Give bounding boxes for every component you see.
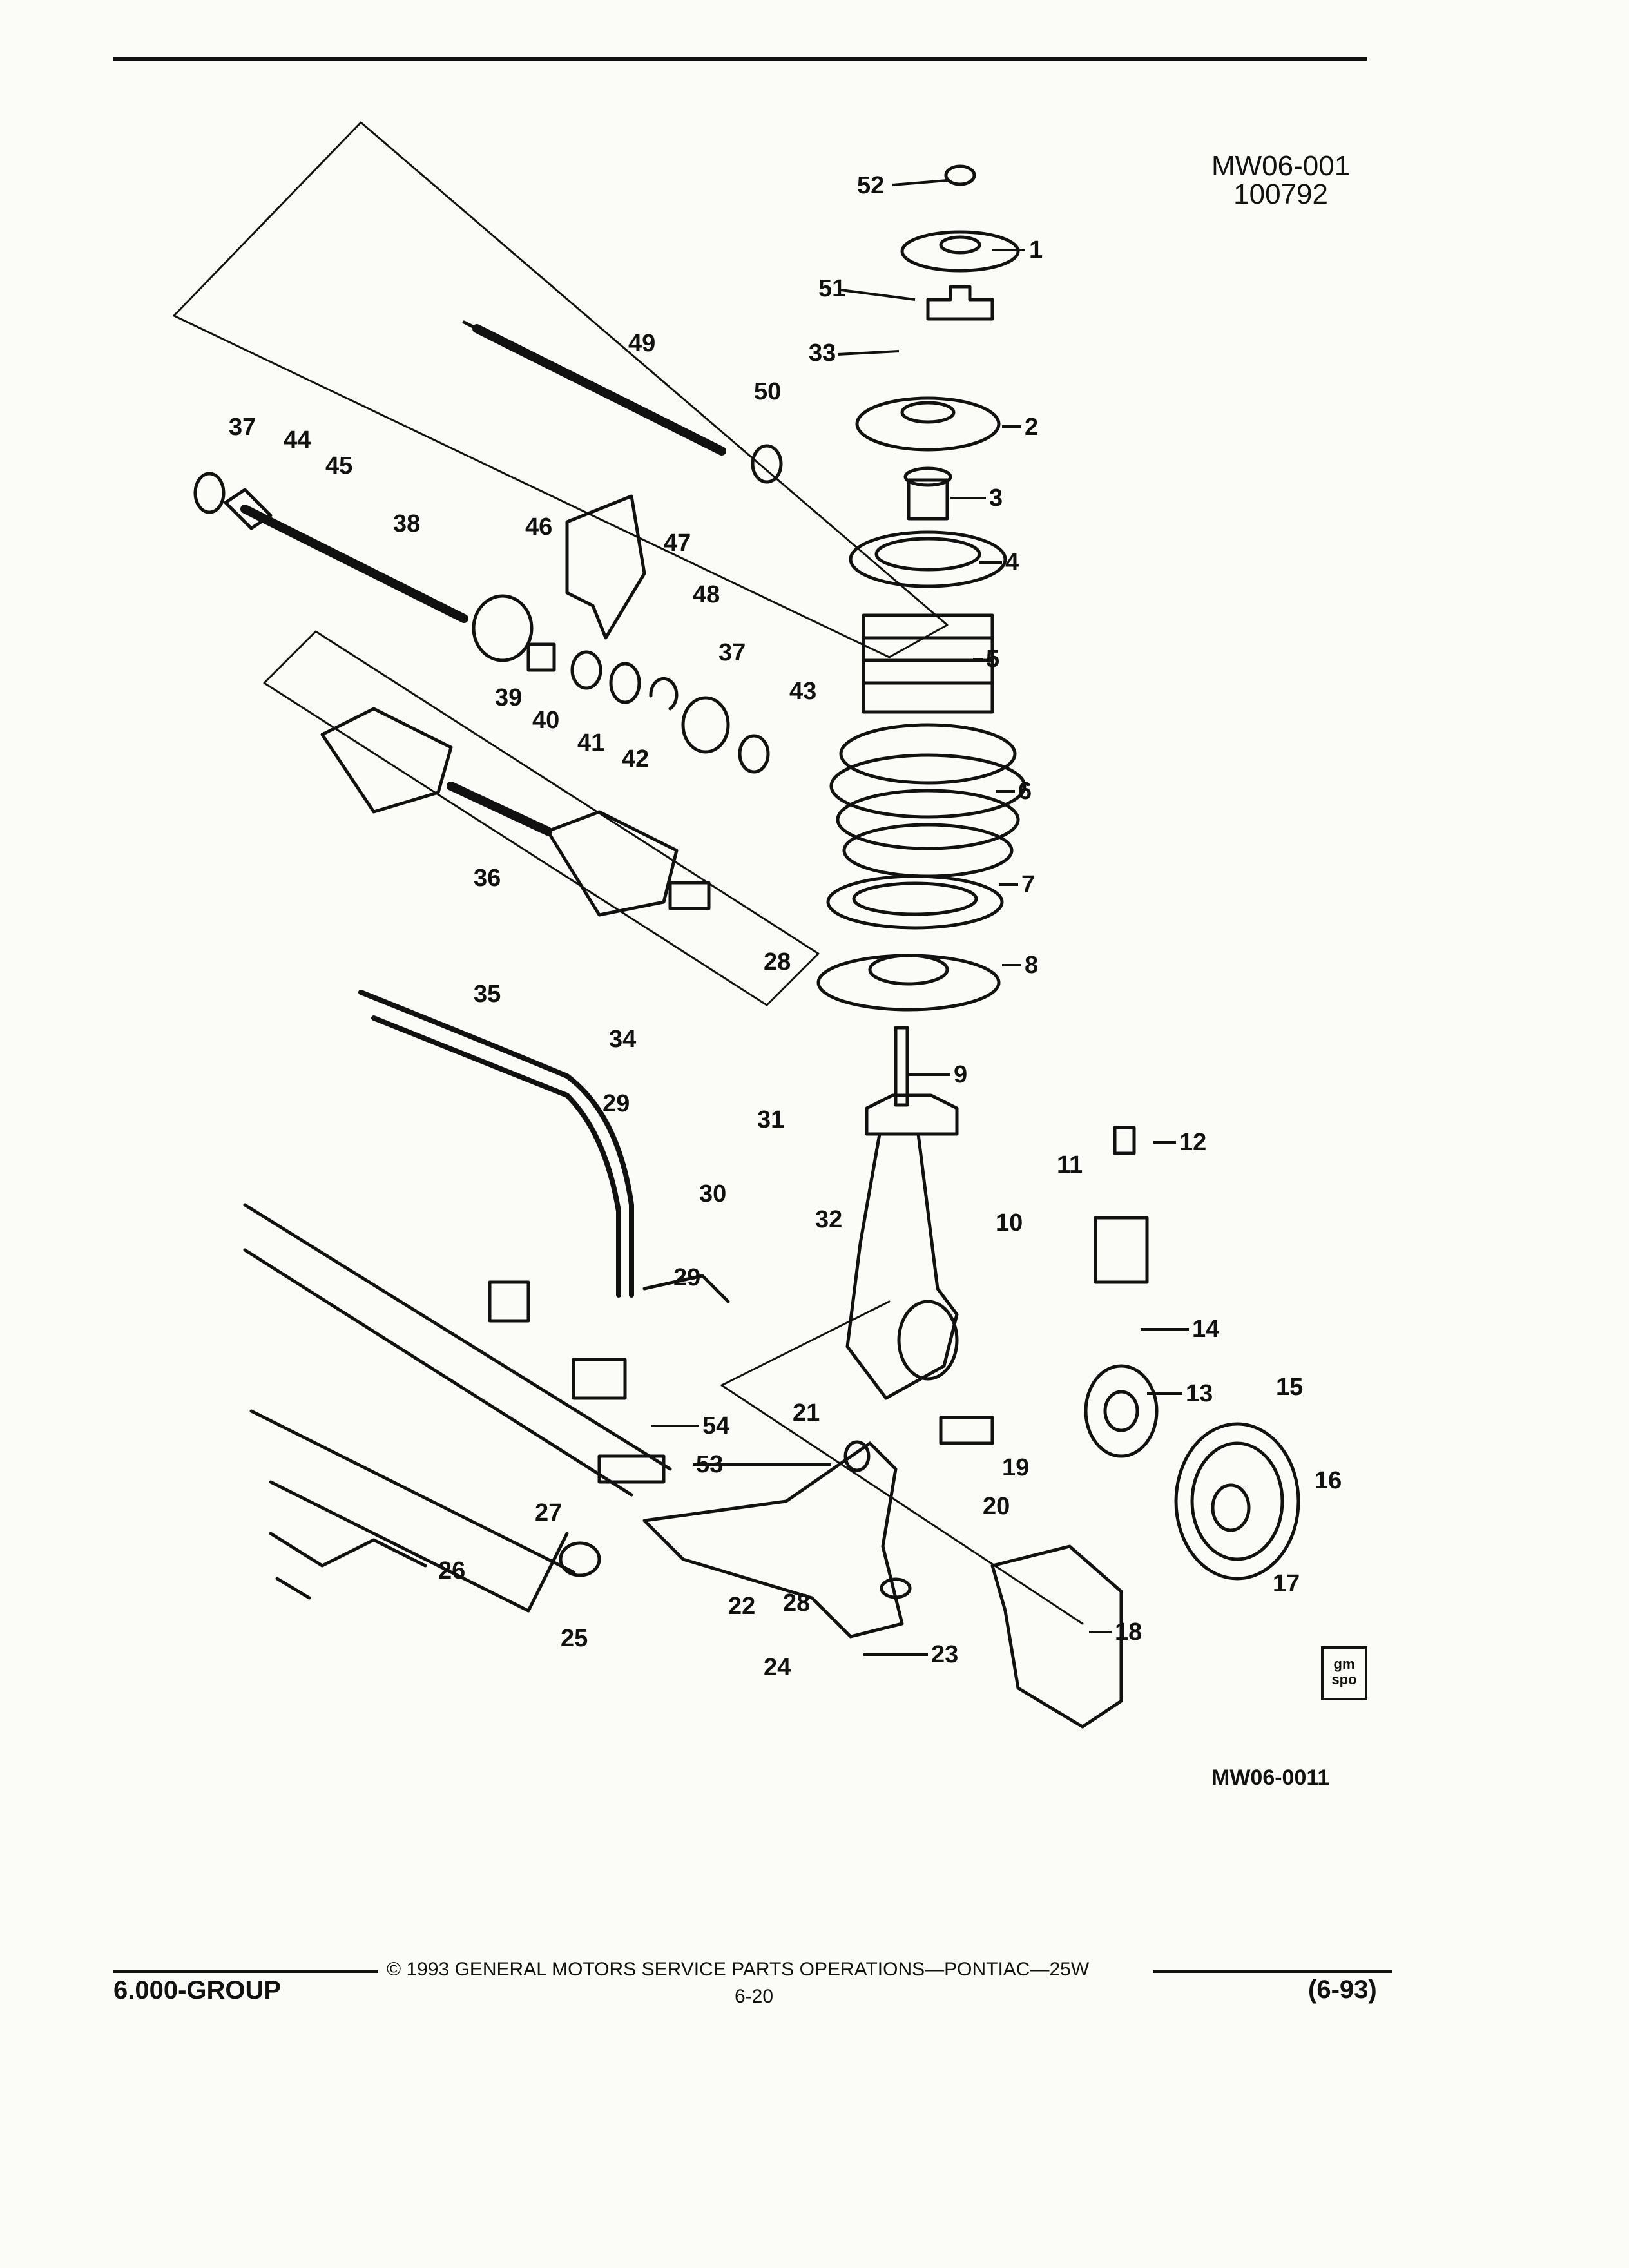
callout-51: 51 [818, 275, 845, 302]
diagram-code-top: MW06-001 100792 [1211, 152, 1350, 209]
callout-29b: 29 [673, 1264, 700, 1291]
callout-41: 41 [577, 729, 604, 756]
diagram-date: 100792 [1233, 178, 1328, 210]
strut-assembly-drawing [816, 164, 1027, 1400]
callout-33: 33 [809, 340, 836, 367]
callout-38: 38 [393, 510, 420, 537]
bracket-drawing [565, 494, 646, 640]
callout-labels: 1 2 3 4 5 6 7 8 9 10 11 12 13 14 15 16 1… [229, 172, 1342, 1681]
callout-10: 10 [996, 1209, 1023, 1236]
callout-25: 25 [561, 1625, 588, 1652]
callout-47: 47 [664, 530, 691, 557]
callout-6: 6 [1018, 778, 1032, 805]
footer-copyright: © 1993 GENERAL MOTORS SERVICE PARTS OPER… [387, 1959, 1090, 1980]
callout-4: 4 [1005, 549, 1019, 576]
callout-26: 26 [438, 1557, 465, 1584]
gm-spo-logo: gm spo [1321, 1646, 1367, 1700]
callout-24: 24 [764, 1654, 791, 1681]
callout-18: 18 [1115, 1619, 1142, 1646]
leader-lines [651, 179, 1189, 1656]
callout-29: 29 [602, 1090, 630, 1117]
callout-30: 30 [699, 1180, 726, 1207]
callout-19: 19 [1002, 1454, 1029, 1481]
callout-22: 22 [728, 1593, 755, 1620]
footer-page-number: 6-20 [735, 1986, 774, 2007]
callout-32: 32 [815, 1206, 842, 1233]
callout-34: 34 [609, 1026, 636, 1053]
drive-axle-drawing [173, 121, 949, 1006]
callout-28: 28 [764, 948, 791, 975]
footer-rule-right [1153, 1970, 1392, 1973]
callout-54: 54 [702, 1412, 729, 1439]
callout-16: 16 [1315, 1467, 1342, 1494]
callout-5: 5 [986, 646, 999, 673]
callout-37b: 37 [718, 639, 746, 666]
callout-13: 13 [1186, 1380, 1213, 1407]
callout-9: 9 [954, 1061, 967, 1088]
callout-20: 20 [983, 1493, 1010, 1520]
callout-37: 37 [229, 414, 256, 441]
crossmember-drawing [243, 990, 730, 1613]
callout-36: 36 [474, 865, 501, 892]
callout-21: 21 [793, 1399, 820, 1427]
callout-45: 45 [325, 452, 352, 479]
callout-42: 42 [622, 745, 649, 773]
callout-28b: 28 [783, 1590, 810, 1617]
control-arm-drawing [559, 1300, 1084, 1639]
footer-revision: (6-93) [1308, 1975, 1377, 2004]
footer-rule-left [113, 1970, 378, 1973]
brake-assembly-drawing [939, 1126, 1300, 1729]
callout-7: 7 [1021, 871, 1035, 898]
callout-52: 52 [857, 172, 884, 199]
callout-40: 40 [532, 707, 559, 734]
callout-44: 44 [284, 427, 311, 454]
diagram-code-bottom: MW06-0011 [1211, 1765, 1330, 1790]
footer-group: 6.000-GROUP [113, 1976, 282, 2004]
callout-43: 43 [789, 678, 816, 705]
callout-48: 48 [693, 581, 720, 608]
callout-27: 27 [535, 1499, 562, 1526]
callout-35: 35 [474, 981, 501, 1008]
callout-14: 14 [1192, 1316, 1219, 1343]
callout-8: 8 [1025, 952, 1038, 979]
callout-23: 23 [931, 1641, 958, 1668]
callout-2: 2 [1025, 414, 1038, 441]
callout-11: 11 [1057, 1151, 1083, 1178]
callout-15: 15 [1276, 1374, 1303, 1401]
callout-12: 12 [1179, 1129, 1206, 1156]
callout-3: 3 [989, 485, 1003, 512]
callout-17: 17 [1273, 1570, 1300, 1597]
header-rule [113, 57, 1367, 61]
callout-1: 1 [1029, 236, 1043, 264]
callout-46: 46 [525, 514, 552, 541]
callout-50: 50 [754, 378, 781, 405]
callout-49: 49 [628, 330, 655, 357]
callout-31: 31 [757, 1106, 784, 1133]
callout-39: 39 [495, 684, 522, 711]
diagram-code: MW06-001 [1211, 150, 1351, 182]
